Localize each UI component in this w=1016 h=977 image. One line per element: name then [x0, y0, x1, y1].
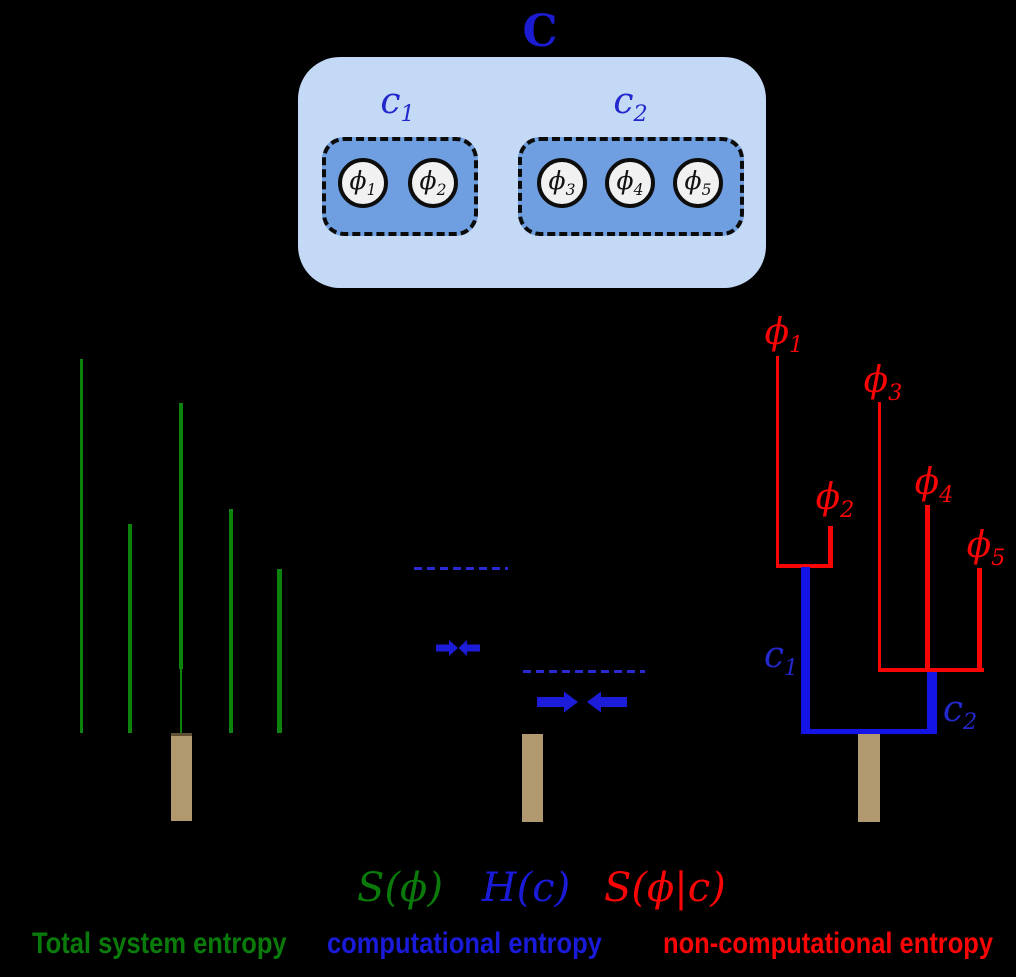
micro-state-node-phi5: ϕ5: [673, 158, 723, 208]
green-entropy-line-5: [277, 569, 282, 733]
tree-label-phi1: ϕ1: [764, 312, 804, 359]
cluster1-label-main: c: [380, 81, 401, 122]
caption-computational-entropy: computational entropy: [327, 927, 602, 960]
tree-label-c2: c2: [942, 689, 978, 736]
macro-state-label: C: [522, 6, 558, 57]
cluster2-label-sub: 2: [633, 101, 648, 128]
tree-label-phi2: ϕ2: [815, 477, 855, 524]
tree-branch-phi4: [925, 505, 930, 672]
cluster2-label: c2: [588, 84, 673, 126]
green-entropy-line-3: [179, 403, 183, 669]
cluster1-label-sub: 1: [400, 101, 415, 128]
tree-join-phi1-phi2: [776, 564, 833, 568]
formula-computational-entropy: H(c): [481, 865, 571, 911]
tree-join-phi3-phi4-phi5: [878, 668, 984, 672]
compression-level-line-1: [414, 567, 508, 570]
node-phi5-label: ϕ5: [684, 165, 712, 199]
tree-label-phi5: ϕ5: [966, 525, 1006, 572]
tree-branch-phi2: [828, 526, 833, 568]
tree-label-phi3: ϕ3: [863, 360, 903, 407]
node-phi2-label: ϕ2: [419, 165, 447, 199]
micro-state-node-phi1: ϕ1: [338, 158, 388, 208]
node-phi4-label: ϕ4: [616, 165, 644, 199]
node-phi3-label: ϕ3: [548, 165, 576, 199]
micro-state-node-phi3: ϕ3: [537, 158, 587, 208]
micro-state-node-phi4: ϕ4: [605, 158, 655, 208]
formula-total-entropy: S(ϕ): [357, 865, 443, 911]
tree-branch-phi5: [977, 568, 982, 672]
cluster1-label: c1: [355, 84, 440, 126]
tree-branch-c1: [801, 567, 810, 734]
trunk-left: [171, 733, 192, 821]
tree-join-c1-c2: [801, 729, 937, 734]
cluster2-label-main: c: [613, 81, 634, 122]
tree-branch-phi1: [776, 356, 779, 568]
converging-arrows-small-icon: [436, 640, 480, 656]
micro-state-node-phi2: ϕ2: [408, 158, 458, 208]
tree-branch-phi3: [878, 402, 881, 672]
caption-total-entropy: Total system entropy: [32, 927, 287, 960]
trunk-middle: [522, 734, 543, 822]
converging-arrows-large-icon: [537, 691, 627, 713]
formula-non-computational-entropy: S(ϕ|c): [604, 865, 726, 911]
node-phi1-label: ϕ1: [349, 165, 377, 199]
green-entropy-line-3-lower: [180, 669, 182, 734]
tree-label-c1: c1: [763, 635, 799, 682]
green-entropy-line-1: [80, 359, 83, 733]
compression-level-line-2: [523, 670, 645, 673]
green-entropy-line-4: [229, 509, 233, 733]
tree-branch-c2: [927, 672, 937, 734]
tree-label-phi4: ϕ4: [914, 462, 954, 509]
trunk-right: [858, 734, 880, 822]
caption-non-computational-entropy: non-computational entropy: [663, 927, 994, 960]
green-entropy-line-2: [128, 524, 132, 733]
